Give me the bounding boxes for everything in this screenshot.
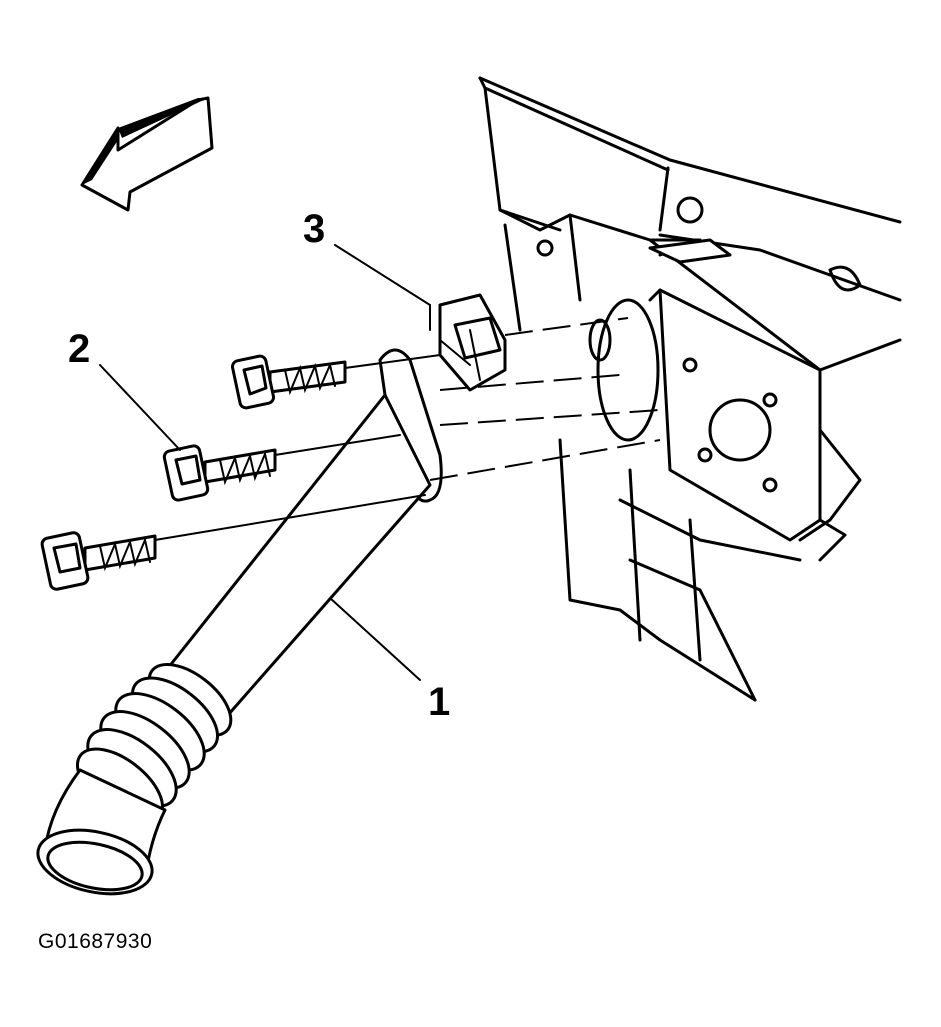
- exhaust-pipe: [36, 348, 443, 896]
- vehicle-body-panel: [478, 76, 902, 702]
- bolt-lower: [40, 494, 426, 591]
- callout-2: 2: [68, 327, 90, 371]
- bolt-middle: [162, 434, 401, 502]
- flex-section: [75, 662, 233, 825]
- callout-1: 1: [428, 680, 450, 724]
- insulator-bracket: [429, 293, 507, 392]
- callout-3: 3: [303, 207, 325, 251]
- leader-line-3: [334, 244, 431, 306]
- alignment-lines: [429, 317, 661, 481]
- leader-line-2: [99, 364, 181, 451]
- leader-line-1: [329, 597, 421, 681]
- bolt-upper: [230, 354, 441, 410]
- figure-id: G01687930: [38, 930, 153, 953]
- direction-arrow-icon: [80, 96, 214, 212]
